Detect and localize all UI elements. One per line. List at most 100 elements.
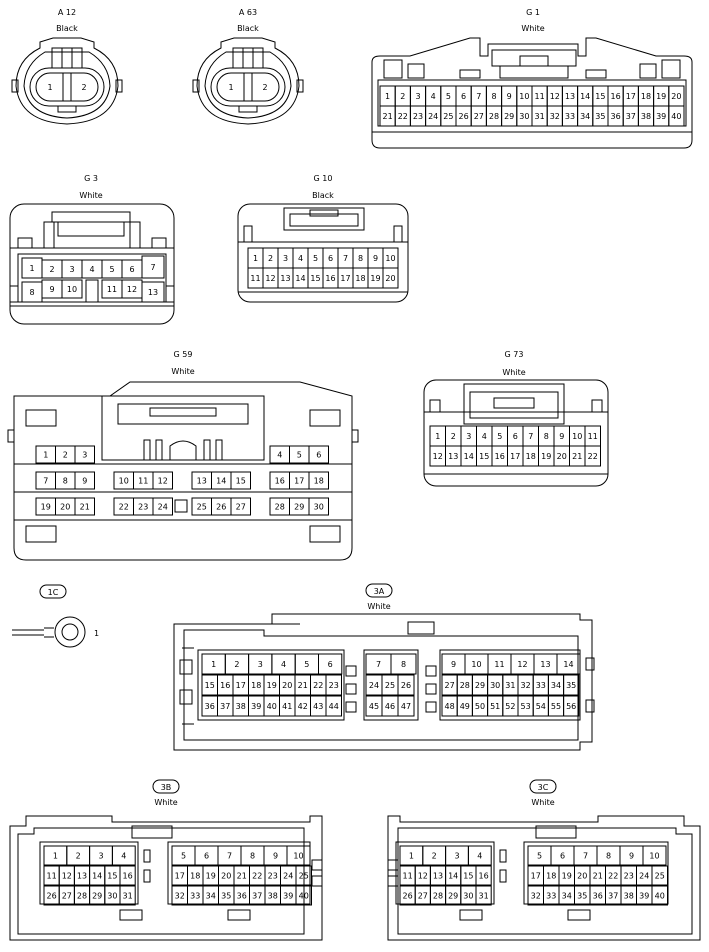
connector-j3a-pin-37: 37: [220, 702, 230, 711]
connector-g59-cell-27: [230, 497, 251, 516]
connector-j3b-pin-23: 23: [268, 872, 278, 881]
connector-j3a-pin-6: 6: [328, 660, 333, 669]
connector-a63: A 63 Black 1 2: [192, 8, 304, 125]
connector-j3c-pin-30: 30: [463, 892, 473, 901]
connector-g59-pin-15: 15: [236, 477, 246, 486]
connector-g59-pin-11: 11: [138, 477, 148, 486]
connector-g10-pin-15: 15: [310, 274, 320, 283]
connector-j3a-cell-14: [556, 653, 581, 675]
connector-g59-pin-24: 24: [158, 503, 168, 512]
connector-j3b-pin-34: 34: [206, 892, 216, 901]
connector-j3a-pin-27: 27: [445, 681, 455, 690]
connector-g10-pin-12: 12: [265, 274, 275, 283]
connector-g59-pin-4: 4: [277, 451, 282, 460]
connector-g1-pin-39: 39: [656, 112, 666, 121]
connector-j3a-pin-56: 56: [566, 702, 576, 711]
connector-j3c-pin-20: 20: [577, 872, 587, 881]
connector-j3c-pin-32: 32: [531, 892, 541, 901]
connector-g10-pin-3: 3: [283, 254, 288, 263]
connector-j3a-pin-13: 13: [540, 660, 550, 669]
connector-g10-pin-8: 8: [358, 254, 363, 263]
connector-j3b-cell-10: [286, 845, 311, 866]
connector-g10-pin-20: 20: [385, 274, 395, 283]
connector-j3c-pin-33: 33: [546, 892, 556, 901]
connector-g73-pin-5: 5: [497, 432, 502, 441]
connector-j3a-pin-14: 14: [563, 660, 573, 669]
connector-g1-pin-9: 9: [507, 92, 512, 101]
connector-j3b-pin-3: 3: [98, 852, 103, 861]
connector-g3-cell-10: [61, 279, 83, 299]
connector-j3c-cell-31: [475, 885, 492, 906]
connector-j3c-pin-21: 21: [593, 872, 603, 881]
connector-g73-pin-20: 20: [557, 452, 567, 461]
connector-j1c-pin-1: 1: [94, 629, 99, 638]
connector-g3-code: G 3: [84, 174, 98, 183]
connector-j3a-code-badge: [365, 583, 393, 598]
connector-g59-pin-28: 28: [275, 503, 285, 512]
connector-j3a-pin-30: 30: [490, 681, 500, 690]
connector-g10-pin-2: 2: [268, 254, 273, 263]
connector-g1-pin-4: 4: [431, 92, 436, 101]
connector-j3c-pin-7: 7: [583, 852, 588, 861]
connector-g10-pin-1: 1: [253, 254, 258, 263]
connector-g1-pin-8: 8: [491, 92, 496, 101]
connector-g10-pin-5: 5: [313, 254, 318, 263]
connector-j3b-pin-40: 40: [299, 892, 309, 901]
connector-j3b-pin-15: 15: [107, 872, 117, 881]
connector-j3c-pin-38: 38: [624, 892, 634, 901]
connector-j3a-pin-43: 43: [313, 702, 323, 711]
connector-j3a-cell-56: [563, 695, 580, 717]
connector-g59-cell-18: [308, 471, 329, 490]
connector-g3-pin-12: 12: [127, 285, 137, 294]
connector-j3c-pin-27: 27: [418, 892, 428, 901]
connector-a63-pin-1: 1: [228, 83, 233, 92]
connector-j3a-cell-26: [397, 674, 415, 696]
connector-g59-pin-9: 9: [82, 477, 87, 486]
connector-j3a-pin-55: 55: [551, 702, 561, 711]
connector-g59-pin-8: 8: [63, 477, 68, 486]
connector-g10-pin-4: 4: [298, 254, 303, 263]
connector-j3a-cell-44: [325, 695, 342, 717]
connector-g3-color: White: [79, 191, 102, 200]
connector-j3a-cell-8: [390, 653, 417, 675]
connector-j3a-pin-35: 35: [566, 681, 576, 690]
connector-a12-pin-2: 2: [81, 83, 86, 92]
connector-g1-pin-1: 1: [385, 92, 390, 101]
connector-g73-pin-11: 11: [588, 432, 598, 441]
connector-j3a-pin-3: 3: [258, 660, 263, 669]
connector-g59-pin-20: 20: [60, 503, 70, 512]
connector-j3c-pin-6: 6: [560, 852, 565, 861]
connector-a63-color: Black: [237, 24, 259, 33]
connector-a63-pin-2: 2: [262, 83, 267, 92]
connector-g1-color: White: [521, 24, 544, 33]
connector-g1-pin-28: 28: [489, 112, 499, 121]
connector-g1-cell-40: [668, 105, 685, 127]
connector-g10-pin-19: 19: [370, 274, 380, 283]
connector-g1-pin-32: 32: [550, 112, 560, 121]
connector-g59-pin-1: 1: [43, 451, 48, 460]
connector-j3c-pin-29: 29: [448, 892, 458, 901]
connector-g1-pin-20: 20: [671, 92, 681, 101]
connector-j3c-pin-22: 22: [608, 872, 618, 881]
connector-j3c-pin-26: 26: [403, 892, 413, 901]
connector-j3c-pin-1: 1: [409, 852, 414, 861]
connector-g73-pin-13: 13: [448, 452, 458, 461]
connector-g1-pin-38: 38: [641, 112, 651, 121]
connector-g1-pin-24: 24: [428, 112, 438, 121]
connector-j3a-pin-45: 45: [369, 702, 379, 711]
connector-g1-code: G 1: [526, 8, 540, 17]
connector-g73-pin-4: 4: [482, 432, 487, 441]
connector-j3c-pin-25: 25: [655, 872, 665, 881]
connector-j3c-pin-24: 24: [639, 872, 649, 881]
connector-g59-cell-21: [74, 497, 95, 516]
connector-j3b-code-badge: [152, 779, 180, 794]
connector-g3-pin-10: 10: [67, 285, 77, 294]
connector-j3b-code: 3B: [161, 783, 172, 792]
connector-j3a-pin-20: 20: [282, 681, 292, 690]
connector-j1c: 1C 1: [12, 584, 99, 648]
connector-g1-pin-14: 14: [580, 92, 590, 101]
